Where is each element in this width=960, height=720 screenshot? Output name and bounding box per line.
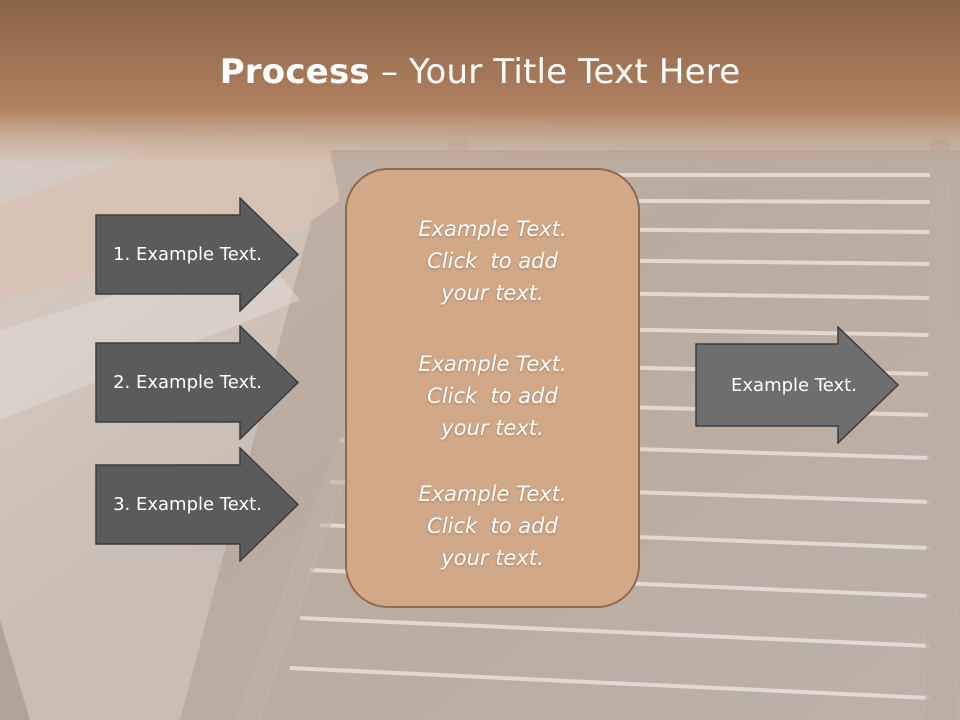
paragraph-line: Example Text. bbox=[418, 352, 567, 376]
box-paragraph-3[interactable]: Example Text. Click to add your text. bbox=[345, 478, 640, 574]
box-paragraph-1[interactable]: Example Text. Click to add your text. bbox=[345, 213, 640, 309]
arrow-step-1-label: 1. Example Text. bbox=[113, 244, 262, 265]
arrow-step-2-label: 2. Example Text. bbox=[113, 372, 262, 393]
paragraph-line: Example Text. bbox=[418, 217, 567, 241]
paragraph-line: Click to add bbox=[427, 384, 558, 408]
arrow-shape bbox=[95, 197, 300, 312]
paragraph-line: your text. bbox=[441, 281, 544, 305]
center-box[interactable] bbox=[345, 168, 640, 608]
paragraph-line: Click to add bbox=[427, 249, 558, 273]
arrow-result[interactable]: Example Text. bbox=[695, 326, 900, 444]
arrow-shape bbox=[95, 447, 300, 562]
arrow-step-3-label: 3. Example Text. bbox=[113, 494, 262, 515]
arrow-shape bbox=[695, 326, 900, 444]
slide-title: Process – Your Title Text Here bbox=[0, 52, 960, 92]
paragraph-line: your text. bbox=[441, 416, 544, 440]
paragraph-line: Example Text. bbox=[418, 482, 567, 506]
arrow-shape bbox=[95, 325, 300, 440]
arrow-result-label: Example Text. bbox=[731, 374, 857, 396]
arrow-step-3[interactable]: 3. Example Text. bbox=[95, 447, 300, 562]
title-bold: Process bbox=[219, 52, 370, 92]
arrow-step-1[interactable]: 1. Example Text. bbox=[95, 197, 300, 312]
title-rest: – Your Title Text Here bbox=[369, 52, 741, 92]
paragraph-line: your text. bbox=[441, 546, 544, 570]
arrow-step-2[interactable]: 2. Example Text. bbox=[95, 325, 300, 440]
paragraph-line: Click to add bbox=[427, 514, 558, 538]
box-paragraph-2[interactable]: Example Text. Click to add your text. bbox=[345, 348, 640, 444]
